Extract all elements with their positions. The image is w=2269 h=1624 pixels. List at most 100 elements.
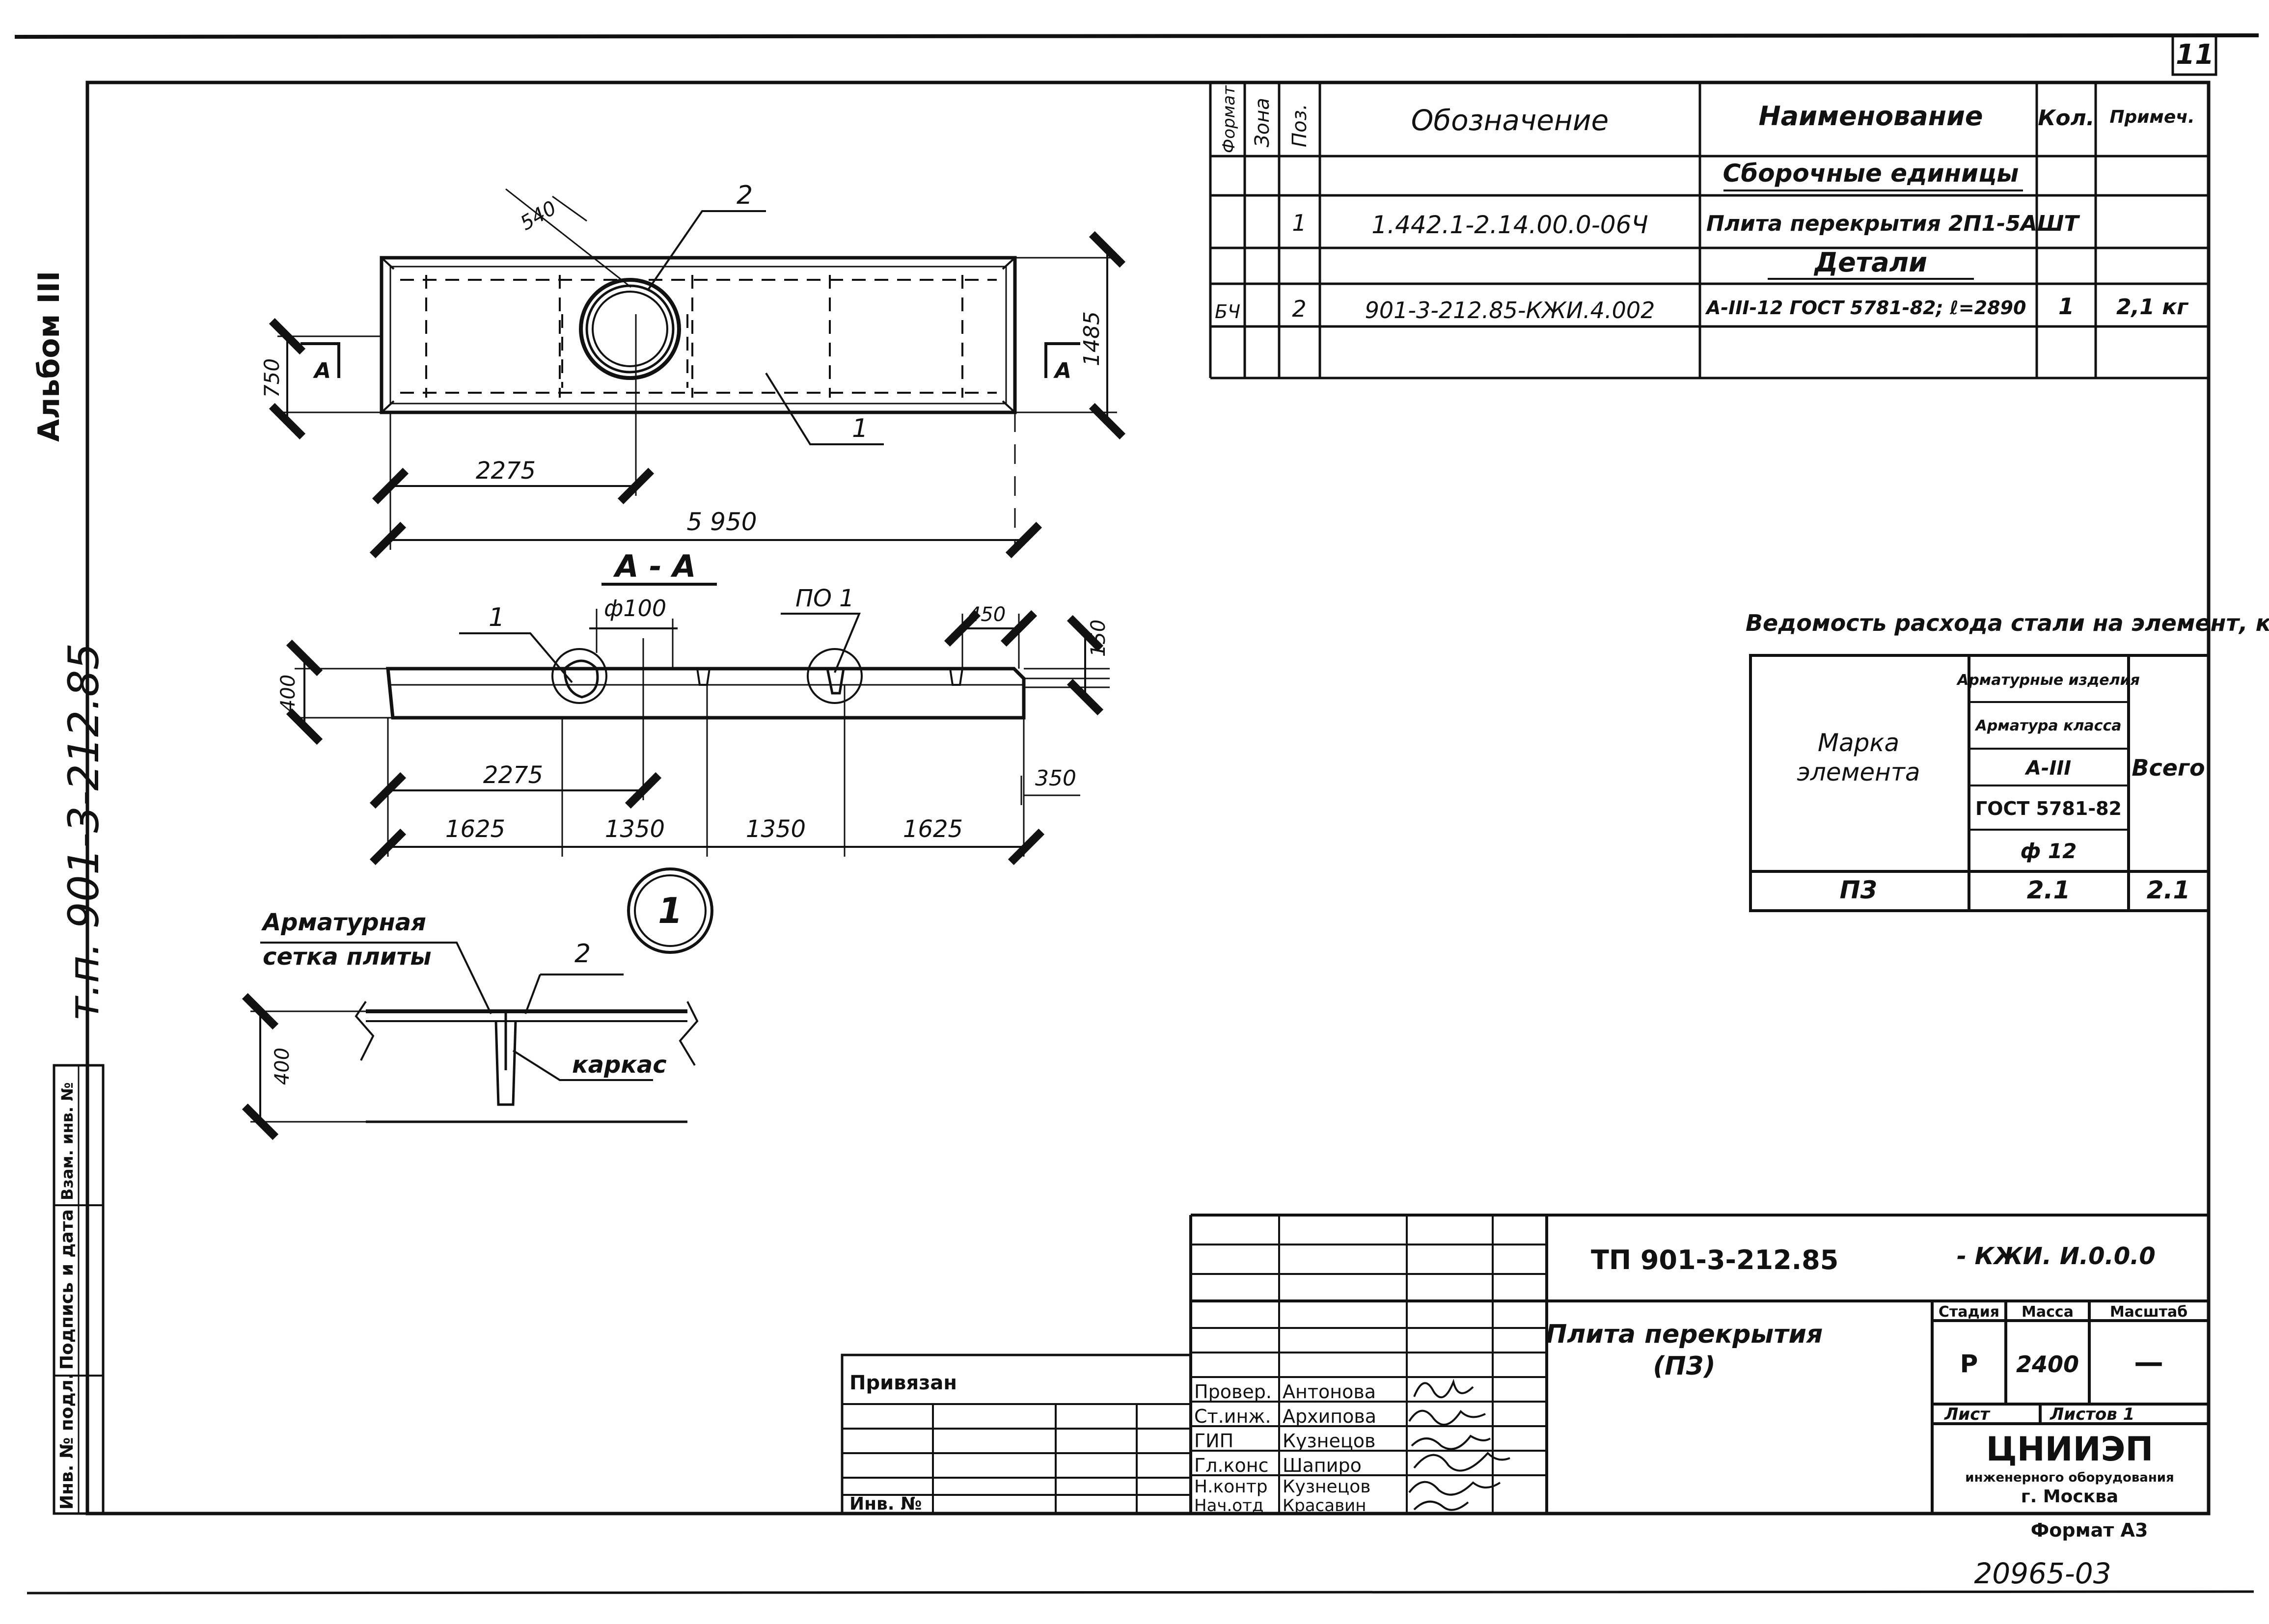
section-dim-150: 150 [1087, 620, 1110, 657]
album-label: Альбом III [32, 271, 66, 442]
signer-role: ГИП [1194, 1430, 1233, 1452]
spec-row2-format: БЧ [1215, 301, 1240, 323]
spec-table [1209, 82, 2209, 379]
detail-view [242, 867, 713, 1140]
title-name-line2: (П3) [1653, 1352, 1715, 1381]
steel-table [1749, 654, 2210, 912]
title-sheets-label: Листов 1 [2050, 1405, 2134, 1424]
section-dim-400: 400 [277, 675, 300, 712]
section-dim-450: 450 [968, 603, 1006, 626]
project-code-vertical: т.п. 901-3-212.85 [59, 643, 109, 1021]
steel-mark-header-2: элемента [1797, 758, 1920, 786]
signers-list: Провер. Антонова Ст.инж. Архипова ГИП Ку… [1194, 1381, 1376, 1516]
section-po-label: ПО 1 [795, 585, 854, 612]
section-dia-label: ф100 [604, 595, 666, 622]
signer-role: Нач.отд [1194, 1496, 1263, 1516]
steel-mark-header-1: Марка [1818, 729, 1899, 757]
detail-label-mesh-line2: сетка плиты [263, 943, 432, 971]
format-label: Формат А3 [2031, 1519, 2148, 1541]
signer-name: Антонова [1283, 1381, 1376, 1403]
steel-header-dia: ф 12 [2021, 839, 2077, 863]
section-dim-bottom-3: 1350 [746, 815, 806, 843]
signer-role: Провер. [1194, 1381, 1272, 1403]
title-scale-header: Масштаб [2110, 1303, 2187, 1321]
steel-row-value: 2.1 [2027, 876, 2071, 904]
detail-dim-400: 400 [271, 1048, 294, 1085]
spec-header-note: Примеч. [2109, 107, 2194, 127]
spec-row1-name: Плита перекрытия 2П1-5АШТ [1706, 211, 2080, 236]
signer-name: Архипова [1283, 1406, 1376, 1427]
plan-leader-2: 2 [737, 181, 753, 210]
steel-header-class: Арматура класса [1975, 717, 2122, 734]
spec-row2-designation: 901-3-212.85-КЖИ.4.002 [1365, 297, 1655, 324]
steel-header-total: Всего [2132, 755, 2205, 781]
title-block [841, 1214, 2209, 1515]
detail-leader-2: 2 [574, 939, 591, 969]
spec-header-pos: Поз. [1288, 104, 1311, 147]
section-dim-bottom-1: 1625 [445, 815, 505, 843]
margin-label-inv-podl: Инв. № подл. [57, 1373, 77, 1510]
title-stage-header: Стадия [1939, 1303, 1999, 1321]
spec-row1-designation: 1.442.1-2.14.00.0-06Ч [1371, 211, 1648, 239]
spec-section-details: Детали [1813, 247, 1927, 278]
title-org-line2: инженерного оборудования [1965, 1470, 2174, 1485]
title-stage: Р [1960, 1350, 1978, 1378]
section-dim-bottom-2: 1350 [605, 815, 665, 843]
title-org-line3: г. Москва [2021, 1487, 2118, 1507]
steel-header-steel: А-III [2024, 757, 2071, 780]
plan-leader-1: 1 [852, 414, 868, 443]
section-dim-bottom-4: 1625 [903, 815, 963, 843]
signer-role: Гл.конс [1194, 1455, 1268, 1476]
steel-row-total: 2.1 [2147, 876, 2190, 904]
margin-label-vzam: Взам. инв. № [58, 1082, 77, 1200]
title-name-line1: Плита перекрытия [1546, 1320, 1823, 1349]
spec-header-designation: Обозначение [1411, 104, 1609, 137]
spec-section-assembly: Сборочные единицы [1723, 159, 2019, 188]
steel-header-gost: ГОСТ 5781-82 [1975, 798, 2122, 819]
detail-label-mesh-line1: Арматурная [261, 909, 426, 936]
spec-row2-note: 2,1 кг [2116, 295, 2189, 320]
title-doc-code: ТП 901-3-212.85 [1591, 1245, 1838, 1275]
plan-section-mark-left: А [313, 358, 331, 383]
spec-row1-pos: 1 [1292, 210, 1306, 236]
steel-header-products: Арматурные изделия [1956, 672, 2140, 689]
signature-scribbles [1408, 1379, 1510, 1511]
spec-header-format: Формат [1219, 85, 1239, 153]
signer-name: Кузнецов [1283, 1477, 1370, 1497]
spec-row2-name: А-III-12 ГОСТ 5781-82; ℓ=2890 [1705, 297, 2026, 319]
signer-name: Шапиро [1283, 1455, 1362, 1476]
title-doc-suffix: - КЖИ. И.0.0.0 [1957, 1243, 2156, 1270]
signer-name: Кузнецов [1283, 1430, 1375, 1452]
inv-label: Инв. № [849, 1494, 922, 1514]
plan-dim-height: 1485 [1079, 311, 1104, 366]
signer-role: Н.контр [1194, 1477, 1268, 1497]
plan-dim-to-hole: 2275 [476, 457, 536, 485]
spec-header-zone: Зона [1251, 98, 1274, 147]
section-dim-2275: 2275 [483, 761, 543, 789]
margin-label-podpis: Подпись и дата [57, 1209, 77, 1370]
signer-name: Красавин [1283, 1496, 1366, 1516]
plan-dim-total: 5 950 [686, 508, 757, 536]
spec-header-name: Наименование [1758, 101, 1983, 132]
spec-row2-pos: 2 [1292, 296, 1306, 322]
steel-table-caption: Ведомость расхода стали на элемент, кг [1746, 610, 2269, 636]
bottom-stamp: 20965-03 [1974, 1557, 2111, 1590]
privyazan-label: Привязан [849, 1372, 957, 1394]
title-scale: — [2134, 1345, 2163, 1380]
detail-callout-number: 1 [658, 890, 683, 931]
title-sheet-label: Лист [1944, 1405, 1991, 1424]
section-leader-1: 1 [489, 603, 505, 632]
plan-dim-left: 750 [260, 358, 284, 398]
title-mass: 2400 [2016, 1351, 2079, 1378]
signer-role: Ст.инж. [1194, 1406, 1271, 1427]
section-title: А - А [613, 548, 696, 584]
spec-header-qty: Кол. [2038, 106, 2094, 131]
plan-view [269, 188, 1126, 559]
title-org-name: ЦНИИЭП [1986, 1430, 2154, 1469]
detail-label-cage: каркас [572, 1051, 667, 1079]
section-view [286, 609, 1110, 866]
steel-row-mark: П3 [1840, 876, 1878, 904]
spec-row2-qty: 1 [2058, 293, 2074, 320]
section-dim-350: 350 [1035, 766, 1076, 791]
